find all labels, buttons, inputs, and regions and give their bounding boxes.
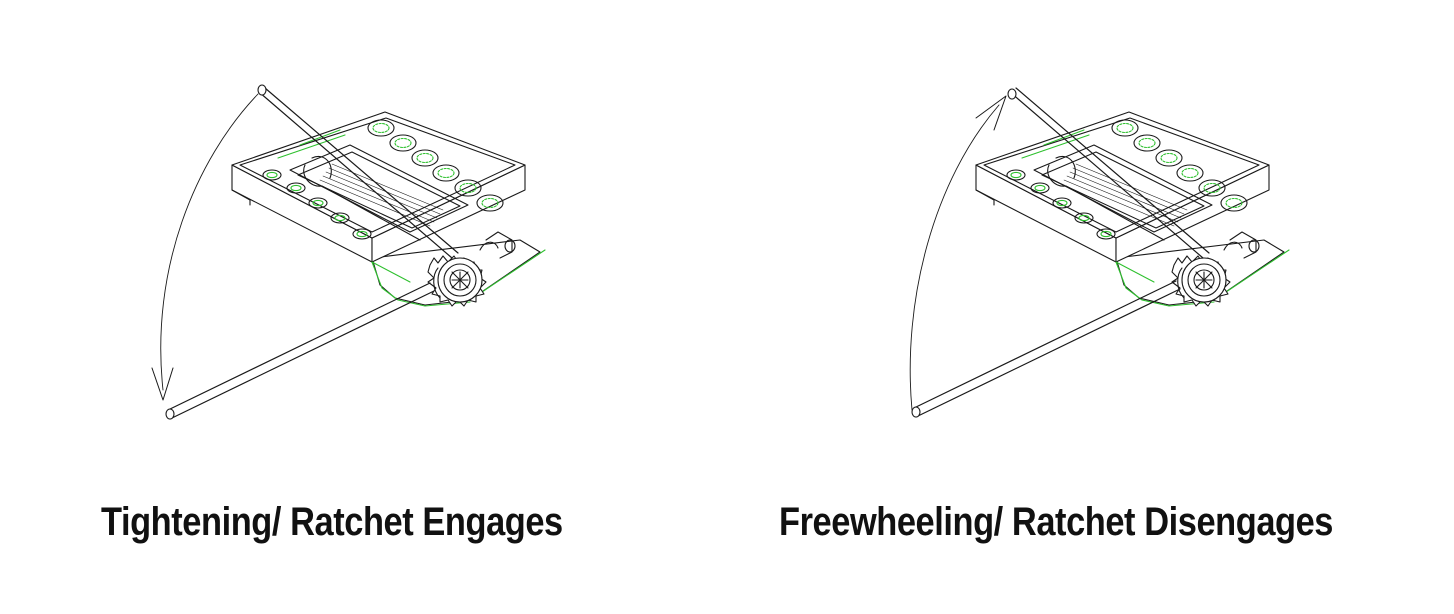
panel-tightening: Tightening/ Ratchet Engages bbox=[101, 84, 563, 544]
ratchet-engages-drawing bbox=[151, 84, 546, 420]
ratchet-disengages-drawing bbox=[909, 87, 1290, 418]
caption-tightening: Tightening/ Ratchet Engages bbox=[101, 500, 563, 544]
caption-freewheeling: Freewheeling/ Ratchet Disengages bbox=[779, 500, 1334, 544]
panel-freewheeling: Freewheeling/ Ratchet Disengages bbox=[727, 0, 1454, 614]
